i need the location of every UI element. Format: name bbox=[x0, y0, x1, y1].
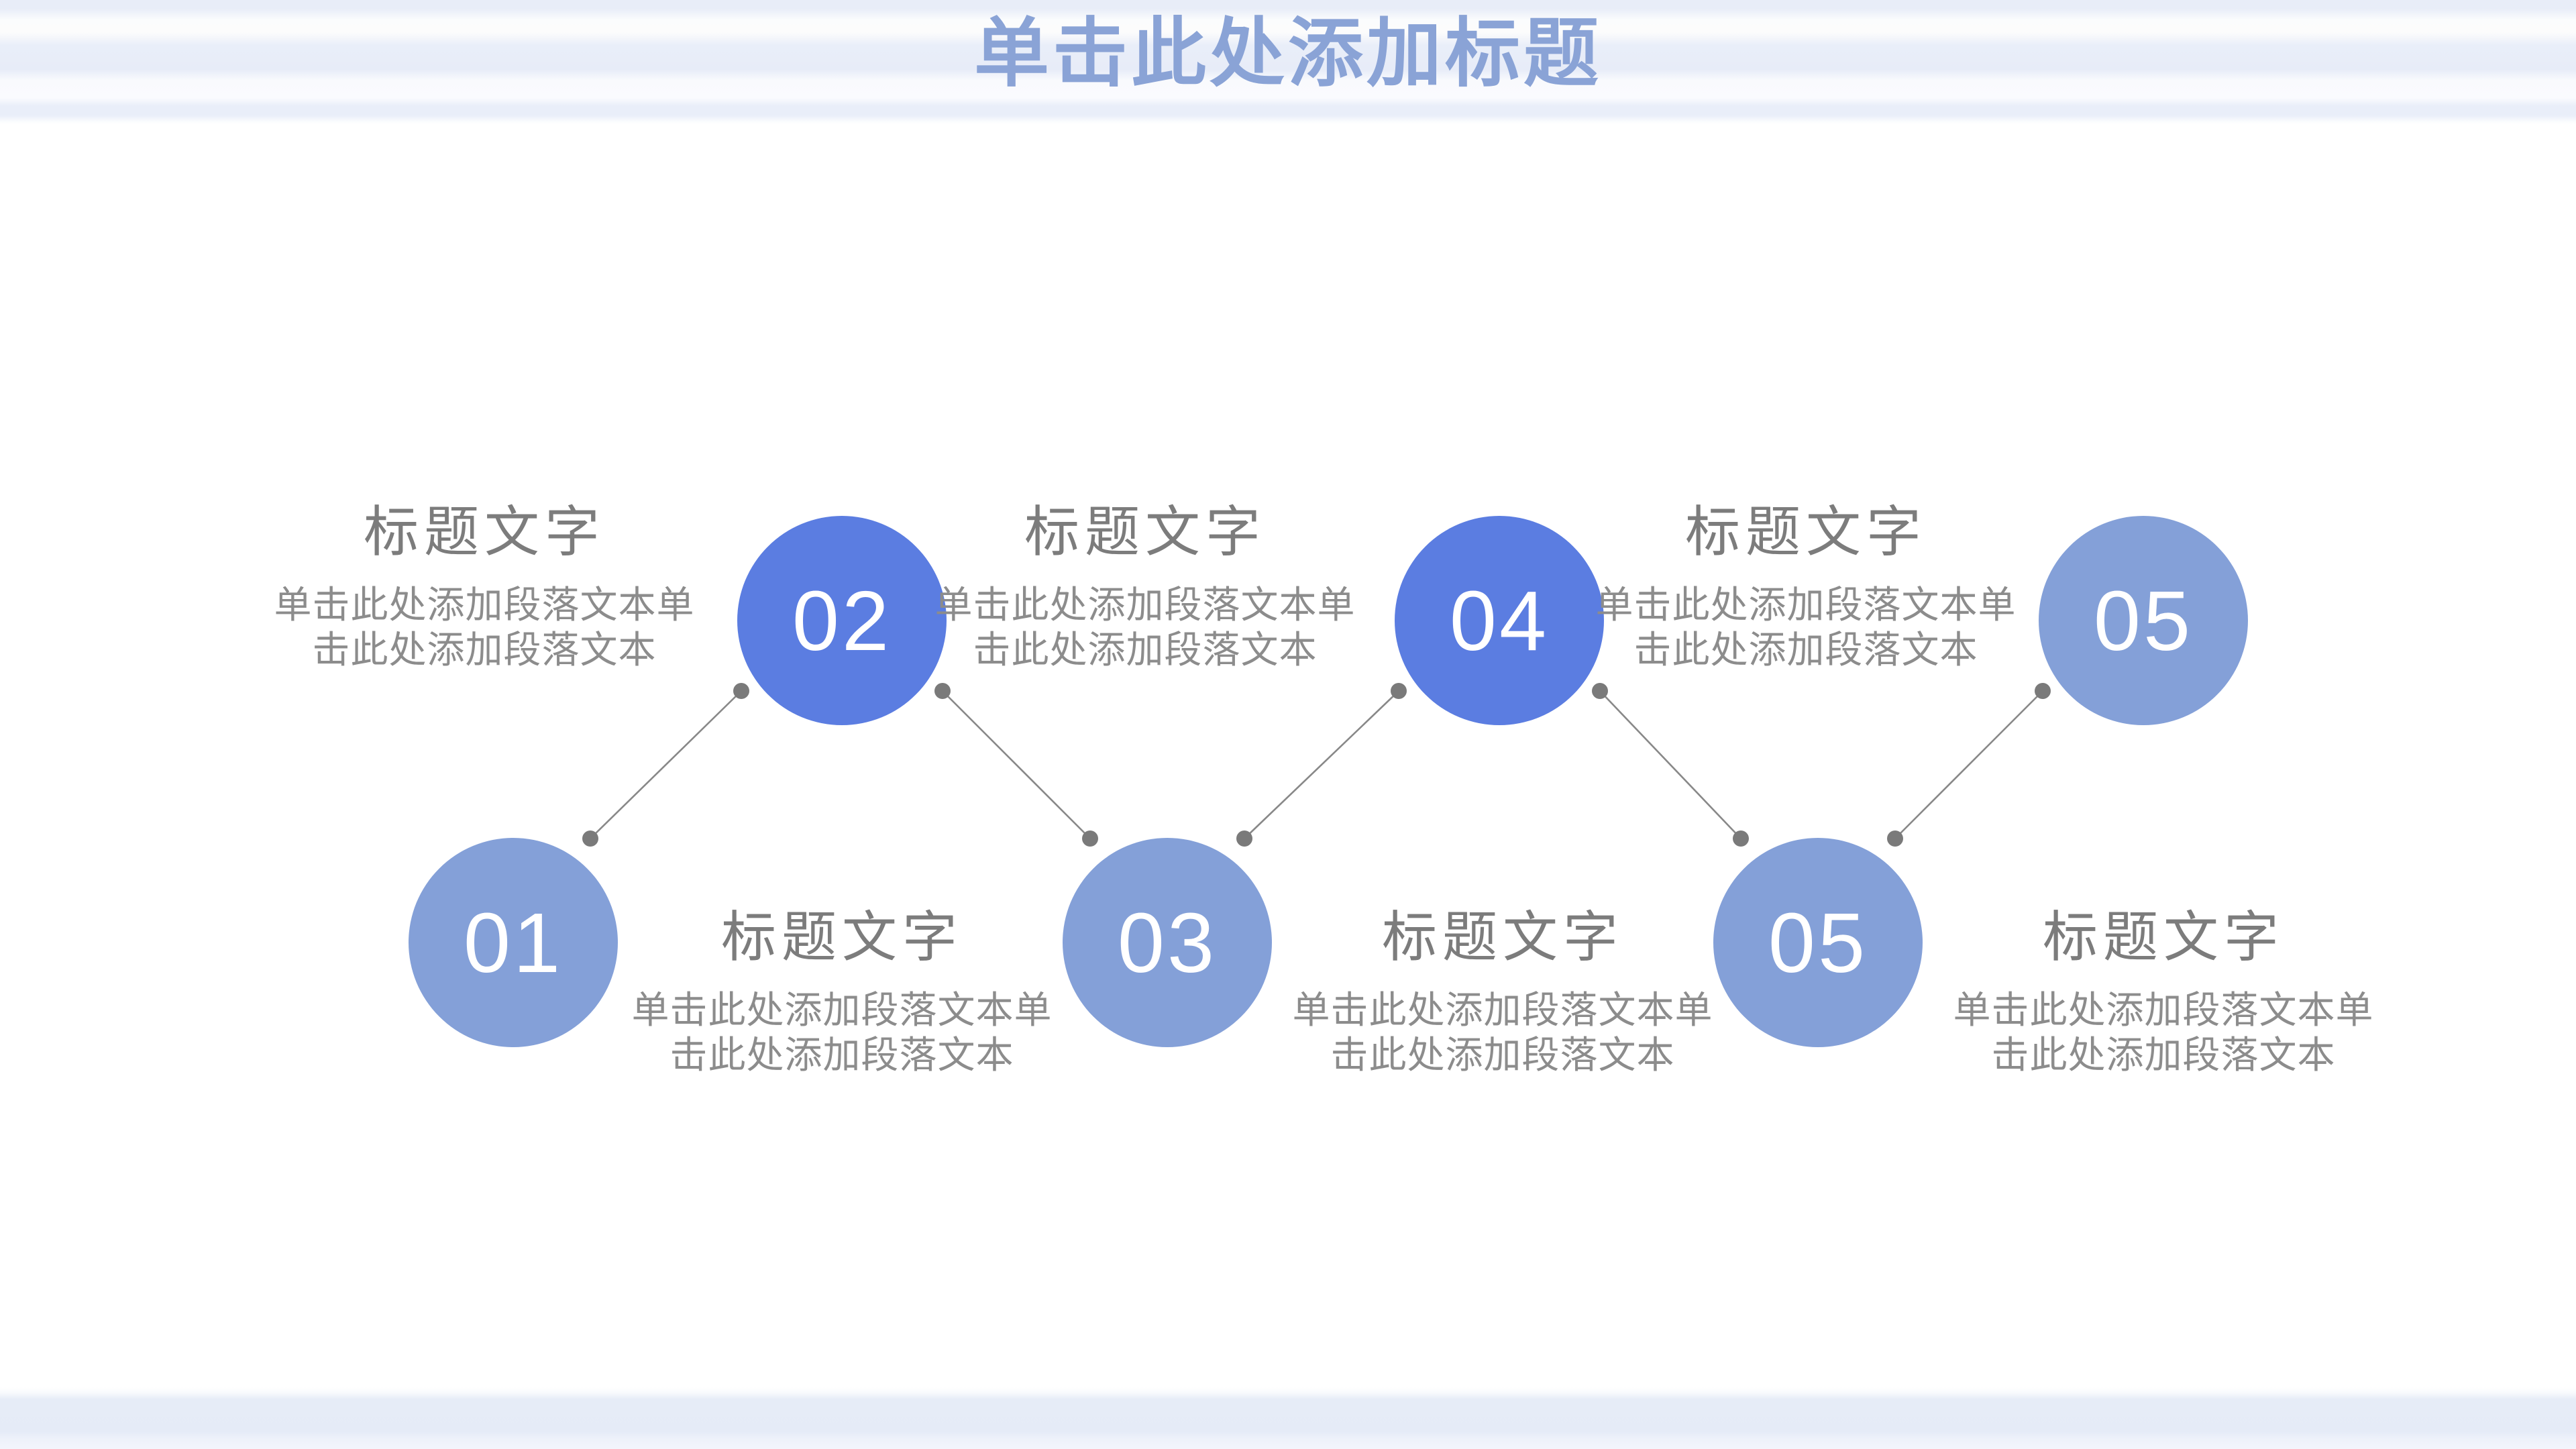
connector-dot bbox=[1887, 830, 1903, 847]
step-title: 标题文字 bbox=[1381, 907, 1623, 968]
step-body: 单击此处添加段落文本单 击此处添加段落文本 bbox=[600, 987, 1083, 1077]
step-body-line1: 单击此处添加段落文本单 bbox=[934, 584, 1356, 626]
connector-05-05 bbox=[1894, 690, 2043, 839]
step-body-line2: 击此处添加段落文本 bbox=[1991, 1034, 2336, 1076]
step-number-01: 01 bbox=[463, 895, 564, 990]
step-body: 单击此处添加段落文本单 击此处添加段落文本 bbox=[1564, 582, 2047, 672]
connector-dot bbox=[1082, 830, 1098, 847]
step-title: 标题文字 bbox=[363, 502, 605, 563]
step-circle-05-bottom: 05 bbox=[1713, 838, 1923, 1047]
step-number-03: 03 bbox=[1117, 895, 1218, 990]
step-body: 单击此处添加段落文本单 击此处添加段落文本 bbox=[243, 582, 726, 672]
step-circle-02: 02 bbox=[737, 516, 947, 725]
step-circle-03: 03 bbox=[1063, 838, 1272, 1047]
step-title: 标题文字 bbox=[720, 907, 963, 968]
step-body-line1: 单击此处添加段落文本单 bbox=[274, 584, 695, 626]
slide-title: 单击此处添加标题 bbox=[974, 11, 1602, 95]
step-text-04: 标题文字 单击此处添加段落文本单 击此处添加段落文本 bbox=[904, 500, 1387, 672]
step-body-line1: 单击此处添加段落文本单 bbox=[1953, 989, 2374, 1031]
step-body: 单击此处添加段落文本单 击此处添加段落文本 bbox=[904, 582, 1387, 672]
step-title: 标题文字 bbox=[2042, 907, 2284, 968]
step-body-line2: 击此处添加段落文本 bbox=[1633, 629, 1978, 671]
top-stripe-band bbox=[0, 0, 2576, 125]
step-body: 单击此处添加段落文本单 击此处添加段落文本 bbox=[1922, 987, 2405, 1077]
connector-04-05 bbox=[1599, 690, 1741, 839]
connector-dot bbox=[582, 830, 598, 847]
step-text-05-top: 标题文字 单击此处添加段落文本单 击此处添加段落文本 bbox=[1564, 500, 2047, 672]
step-body-line2: 击此处添加段落文本 bbox=[1330, 1034, 1675, 1076]
connector-dot bbox=[1733, 830, 1749, 847]
step-text-01: 标题文字 单击此处添加段落文本单 击此处添加段落文本 bbox=[600, 906, 1083, 1077]
connector-02-03 bbox=[942, 690, 1091, 839]
step-number-05-bottom: 05 bbox=[1768, 895, 1868, 990]
step-body-line2: 击此处添加段落文本 bbox=[669, 1034, 1014, 1076]
step-title: 标题文字 bbox=[1024, 502, 1266, 563]
connector-dot bbox=[1592, 683, 1608, 699]
connector-dot bbox=[1236, 830, 1252, 847]
connector-01-02 bbox=[590, 690, 742, 839]
step-body-line2: 击此处添加段落文本 bbox=[312, 629, 657, 671]
step-text-03: 标题文字 单击此处添加段落文本单 击此处添加段落文本 bbox=[1261, 906, 1744, 1077]
connector-03-04 bbox=[1244, 690, 1399, 839]
step-number-05-top: 05 bbox=[2093, 573, 2194, 668]
connector-dot bbox=[934, 683, 951, 699]
step-body-line1: 单击此处添加段落文本单 bbox=[1292, 989, 1713, 1031]
step-body-line2: 击此处添加段落文本 bbox=[973, 629, 1318, 671]
step-body-line1: 单击此处添加段落文本单 bbox=[1595, 584, 2017, 626]
step-circle-04: 04 bbox=[1395, 516, 1604, 725]
step-text-02: 标题文字 单击此处添加段落文本单 击此处添加段落文本 bbox=[243, 500, 726, 672]
step-circle-05-top: 05 bbox=[2039, 516, 2248, 725]
step-body: 单击此处添加段落文本单 击此处添加段落文本 bbox=[1261, 987, 1744, 1077]
step-circle-01: 01 bbox=[409, 838, 618, 1047]
connector-dot bbox=[733, 683, 749, 699]
step-body-line1: 单击此处添加段落文本单 bbox=[631, 989, 1053, 1031]
step-number-04: 04 bbox=[1449, 573, 1550, 668]
bottom-stripe-band bbox=[0, 1387, 2576, 1449]
step-text-05-bottom: 标题文字 单击此处添加段落文本单 击此处添加段落文本 bbox=[1922, 906, 2405, 1077]
connector-dot bbox=[2035, 683, 2051, 699]
connector-dot bbox=[1391, 683, 1407, 699]
step-number-02: 02 bbox=[792, 573, 892, 668]
step-title: 标题文字 bbox=[1684, 502, 1927, 563]
